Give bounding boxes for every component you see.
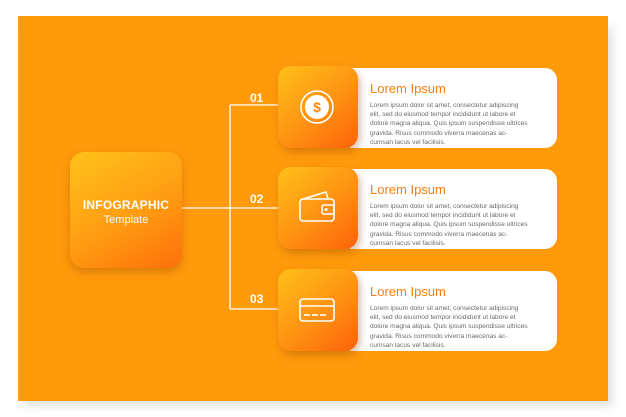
- step-icon-box-01: $: [278, 66, 358, 148]
- credit-card-icon: [299, 298, 335, 322]
- step-number-01: 01: [250, 91, 264, 105]
- step-number-03: 03: [250, 292, 264, 306]
- step-text-line: cumsan lacus vel facilisis.: [370, 239, 446, 247]
- hub-subtitle: Template: [103, 214, 149, 226]
- step-text-line: Lorem ipsum dolor sit amet, consectetur …: [370, 203, 519, 210]
- step-text-line: cumsan lacus vel facilisis.: [370, 138, 446, 146]
- step-text-line: elit, sed do eiusmod tempor incididunt u…: [370, 212, 516, 220]
- step-text-01: Lorem ipsum dolor sit amet, consectetur …: [370, 101, 552, 147]
- step-text-line: cumsan lacus vel facilisis.: [370, 341, 446, 349]
- svg-text:$: $: [313, 99, 321, 115]
- step-text-line: Lorem ipsum dolor sit amet, consectetur …: [370, 305, 519, 312]
- step-text-line: dolore magna aliqua. Quis ipsum suspendi…: [370, 323, 528, 331]
- hub-title: INFOGRAPHIC: [82, 198, 170, 212]
- step-card-02: Lorem Ipsum Lorem ipsum dolor sit amet, …: [350, 169, 557, 249]
- step-text-line: elit, sed do eiusmod tempor incididunt u…: [370, 111, 516, 119]
- step-title-02: Lorem Ipsum: [370, 182, 446, 197]
- step-text-line: dolore magna aliqua. Quis ipsum suspendi…: [370, 221, 528, 229]
- step-title-03: Lorem Ipsum: [370, 284, 446, 299]
- step-card-03: Lorem Ipsum Lorem ipsum dolor sit amet, …: [350, 271, 557, 351]
- step-text-line: gravida. Risus commodo viverra maecenas …: [370, 230, 508, 238]
- step-text-line: Lorem ipsum dolor sit amet, consectetur …: [370, 102, 519, 109]
- step-card-01: Lorem Ipsum Lorem ipsum dolor sit amet, …: [350, 68, 557, 148]
- step-icon-box-02: [278, 167, 358, 249]
- infographic-hub: INFOGRAPHIC Template: [70, 152, 182, 268]
- step-title-01: Lorem Ipsum: [370, 81, 446, 96]
- step-text-03: Lorem ipsum dolor sit amet, consectetur …: [370, 304, 552, 350]
- step-number-02: 02: [250, 192, 264, 206]
- step-text-02: Lorem ipsum dolor sit amet, consectetur …: [370, 202, 552, 248]
- step-icon-box-03: [278, 269, 358, 351]
- step-text-line: gravida. Risus commodo viverra maecenas …: [370, 129, 508, 137]
- wallet-icon: [299, 191, 335, 222]
- step-text-line: elit, sed do eiusmod tempor incididunt u…: [370, 314, 516, 322]
- step-text-line: dolore magna aliqua. Quis ipsum suspendi…: [370, 120, 528, 128]
- step-text-line: gravida. Risus commodo viverra maecenas …: [370, 332, 508, 340]
- dollar-coin-icon: $: [300, 90, 334, 124]
